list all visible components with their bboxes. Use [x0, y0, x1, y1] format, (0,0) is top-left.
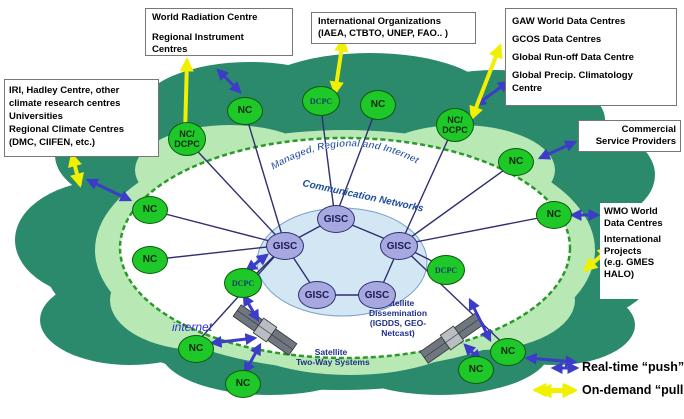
box-line: GAW World Data Centres: [512, 16, 626, 27]
internet-label: internet: [172, 320, 213, 334]
box-line: IRI, Hadley Centre, other: [9, 85, 120, 96]
box-line: International Organizations: [318, 16, 441, 27]
nc-node: NC: [132, 196, 168, 224]
box-line: Global Run-off Data Centre: [512, 52, 634, 63]
gisc-node: GISC: [266, 232, 304, 260]
dcpc-node: DCPC: [224, 268, 262, 298]
box-line: Centre: [512, 83, 543, 94]
box-line: Data Centres: [604, 217, 663, 229]
label-line: Two-Way Systems: [296, 357, 370, 367]
label-line: Satellite: [381, 298, 415, 308]
box-line: Projects: [604, 245, 642, 257]
box-line: (IAEA, CTBTO, UNEP, FAO.. ): [318, 28, 449, 39]
nc-node: NC: [132, 246, 168, 274]
nc-node: NC: [360, 90, 396, 120]
box-international-orgs: International Organizations (IAEA, CTBTO…: [311, 12, 476, 44]
box-line: Service Providers: [595, 136, 676, 147]
box-line: Centres: [152, 44, 188, 55]
box-line: Global Precip. Climatology: [512, 70, 633, 81]
label-line: (IGDDS, GEO-: [369, 318, 427, 328]
label-line: Satellite: [314, 347, 348, 357]
box-line: climate research centres: [9, 98, 121, 109]
nc-dcpc-node: NC/ DCPC: [168, 122, 206, 156]
box-commercial: Commercial Service Providers: [578, 120, 681, 152]
legend-push-label: Real-time “push”: [582, 360, 684, 374]
gisc-node: GISC: [358, 281, 396, 309]
box-wmo-world: WMO World Data Centres International Pro…: [600, 203, 682, 299]
box-line: GCOS Data Centres: [512, 34, 602, 45]
nc-dcpc-line: DCPC: [442, 125, 468, 135]
box-line: HALO): [604, 268, 635, 280]
box-line: (DMC, CIIFEN, etc.): [9, 137, 96, 148]
nc-node: NC: [490, 338, 526, 366]
nc-dcpc-node: NC/ DCPC: [436, 108, 474, 142]
nc-node: NC: [458, 356, 494, 384]
dcpc-node: DCPC: [302, 86, 340, 116]
gisc-node: GISC: [380, 232, 418, 260]
box-line: Regional Instrument: [152, 32, 244, 43]
gisc-node: GISC: [298, 281, 336, 309]
gisc-node: GISC: [317, 205, 355, 233]
push-arrows: [85, 68, 601, 375]
nc-dcpc-line: NC/: [447, 115, 463, 125]
satellite-dissemination-label: Satellite Dissemination (IGDDS, GEO- Net…: [362, 298, 434, 338]
box-line: Commercial: [621, 124, 676, 135]
nc-node: NC: [498, 148, 534, 176]
satellite-two-way-label: Satellite Two-Way Systems: [296, 347, 370, 367]
box-line: WMO World: [604, 206, 658, 217]
box-line: World Radiation Centre: [152, 12, 258, 23]
nc-dcpc-line: NC/: [179, 129, 195, 139]
box-iri-hadley: IRI, Hadley Centre, other climate resear…: [4, 79, 159, 157]
box-line: Regional Climate Centres: [9, 124, 125, 135]
box-line: Universities: [9, 111, 63, 122]
box-gaw-gcos: GAW World Data Centres GCOS Data Centres…: [505, 8, 677, 106]
box-world-radiation: World Radiation Centre Regional Instrume…: [145, 8, 293, 56]
box-line: (e.g. GMES: [604, 257, 655, 268]
box-line: International: [604, 234, 662, 245]
legend-pull-label: On-demand “pull”: [582, 383, 684, 397]
nc-dcpc-line: DCPC: [174, 139, 200, 149]
nc-node: NC: [227, 97, 263, 125]
label-line: Dissemination: [368, 308, 428, 318]
label-line: Netcast): [381, 328, 415, 338]
dcpc-node: DCPC: [427, 255, 465, 285]
nc-node: NC: [536, 201, 572, 229]
nc-node: NC: [225, 370, 261, 398]
nc-node: NC: [178, 335, 214, 363]
